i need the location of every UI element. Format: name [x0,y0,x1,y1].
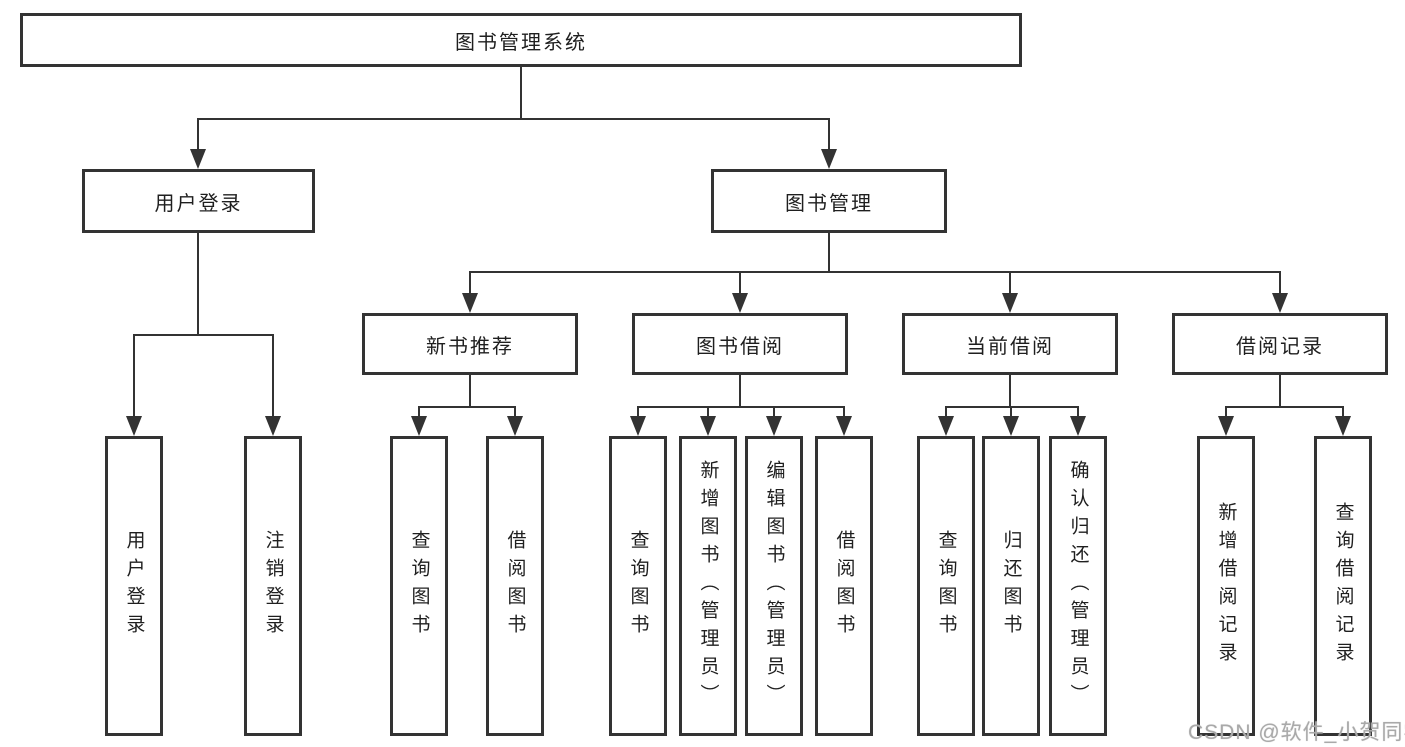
arrow-down-icon [700,416,716,436]
arrow-down-icon [732,293,748,313]
edge-drop-query-books-2 [637,406,639,417]
edge-drop-edit-book [773,406,775,417]
edge-drop-borrow-records [1279,271,1281,294]
node-leaf-edit-book-admin: 编辑图书（管理员） [745,436,803,736]
edge-drop-query-record [1342,406,1344,417]
edge-drop-user-login [197,118,199,150]
node-book-management: 图书管理 [711,169,947,233]
edge-drop-query-books-1 [418,406,420,417]
edge-records-bar [1225,406,1344,408]
node-leaf-add-book-admin: 新增图书（管理员） [679,436,737,736]
arrow-down-icon [1002,293,1018,313]
arrow-down-icon [190,149,206,169]
node-leaf-query-books-borrow: 查询图书 [609,436,667,736]
node-user-login: 用户登录 [82,169,315,233]
arrow-down-icon [821,149,837,169]
arrow-down-icon [1070,416,1086,436]
edge-records-stem [1279,375,1281,406]
edge-drop-book-borrow [739,271,741,294]
csdn-watermark: CSDN @软件_小贺同学 [1188,721,1405,744]
arrow-down-icon [126,416,142,436]
edge-drop-borrow-books-1 [514,406,516,417]
edge-book-management-stem [828,233,830,271]
node-leaf-query-books-recommend: 查询图书 [390,436,448,736]
edge-drop-current-borrow [1009,271,1011,294]
edge-drop-query-books-3 [945,406,947,417]
node-leaf-logout: 注销登录 [244,436,302,736]
node-leaf-add-borrow-record: 新增借阅记录 [1197,436,1255,736]
arrow-down-icon [462,293,478,313]
edge-current-bar [945,406,1079,408]
edge-root-bar [197,118,830,120]
arrow-down-icon [630,416,646,436]
arrow-down-icon [1218,416,1234,436]
node-leaf-borrow-books-recommend: 借阅图书 [486,436,544,736]
arrow-down-icon [1272,293,1288,313]
node-borrow-records: 借阅记录 [1172,313,1388,375]
edge-drop-confirm-return [1077,406,1079,417]
arrow-down-icon [938,416,954,436]
node-leaf-return-books: 归还图书 [982,436,1040,736]
arrow-down-icon [507,416,523,436]
node-leaf-borrow-books: 借阅图书 [815,436,873,736]
arrow-down-icon [1335,416,1351,436]
edge-user-login-bar [133,334,274,336]
edge-borrow-stem [739,375,741,406]
arrow-down-icon [836,416,852,436]
edge-current-stem [1009,375,1011,406]
node-book-borrow: 图书借阅 [632,313,848,375]
arrow-down-icon [1003,416,1019,436]
node-leaf-user-login: 用户登录 [105,436,163,736]
edge-drop-borrow-books-2 [843,406,845,417]
edge-recommend-bar [418,406,516,408]
node-leaf-query-borrow-record: 查询借阅记录 [1314,436,1372,736]
arrow-down-icon [766,416,782,436]
node-leaf-confirm-return-admin: 确认归还（管理员） [1049,436,1107,736]
edge-borrow-bar [637,406,845,408]
edge-drop-return-books [1010,406,1012,417]
edge-drop-login-leaf [133,334,135,418]
node-current-borrow: 当前借阅 [902,313,1118,375]
node-new-book-recommend: 新书推荐 [362,313,578,375]
edge-book-management-bar [469,271,1281,273]
arrow-down-icon [265,416,281,436]
edge-drop-add-book [707,406,709,417]
edge-root-stem [520,67,522,118]
edge-drop-logout-leaf [272,334,274,418]
arrow-down-icon [411,416,427,436]
edge-drop-book-management [828,118,830,150]
edge-user-login-stem [197,233,199,334]
node-library-management-system: 图书管理系统 [20,13,1022,67]
edge-recommend-stem [469,375,471,406]
node-leaf-query-books-current: 查询图书 [917,436,975,736]
edge-drop-new-book-recommend [469,271,471,294]
edge-drop-add-record [1225,406,1227,417]
